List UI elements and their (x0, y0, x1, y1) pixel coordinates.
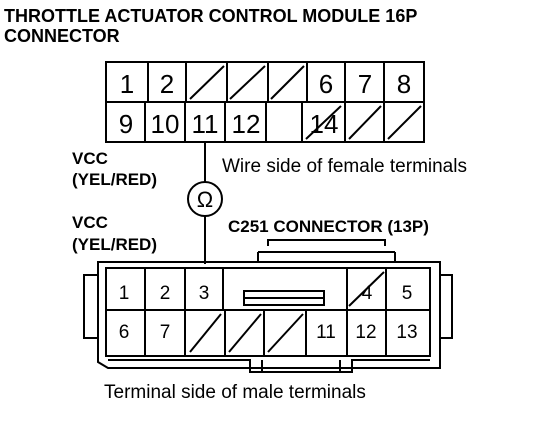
bottom-pin-7: 7 (160, 322, 171, 343)
unused-slash (348, 271, 385, 307)
diagram-title-line1: THROTTLE ACTUATOR CONTROL MODULE 16P (4, 6, 417, 26)
top-pin-8: 8 (397, 69, 411, 99)
unused-slash (267, 313, 304, 353)
ohmmeter-symbol: Ω (197, 187, 213, 212)
unused-slash (189, 65, 225, 100)
top-pin-12: 12 (232, 109, 261, 139)
top-pin-6: 6 (319, 69, 333, 99)
top-pin-2: 2 (160, 69, 174, 99)
bottom-pin-6: 6 (119, 322, 130, 343)
vcc-lower-wire-color: (YEL/RED) (72, 235, 157, 254)
unused-slash (228, 313, 262, 353)
top-pin-9: 9 (119, 109, 133, 139)
unused-slash (189, 313, 222, 353)
bottom-pin-3: 3 (199, 283, 210, 304)
top-pin-1: 1 (120, 69, 134, 99)
unused-slash (270, 65, 305, 100)
top-connector-16p (105, 61, 425, 143)
bottom-pin-4: 4 (362, 283, 373, 304)
unused-slash (348, 105, 382, 140)
vcc-lower-label: VCC (72, 213, 108, 232)
top-pin-10: 10 (151, 109, 180, 139)
unused-slash (229, 65, 266, 100)
vcc-upper-label: VCC (72, 149, 108, 168)
wire-side-label: Wire side of female terminals (222, 156, 467, 177)
bottom-pin-13: 13 (396, 322, 417, 343)
unused-slash (387, 105, 422, 140)
top-pin-11: 11 (192, 109, 219, 139)
unused-slash (305, 105, 342, 140)
bottom-pin-2: 2 (160, 283, 171, 304)
bottom-connector-13p (83, 239, 453, 373)
diagram-title-line2: CONNECTOR (4, 26, 120, 46)
top-pin-14: 14 (310, 109, 339, 139)
vcc-upper-wire-color: (YEL/RED) (72, 170, 157, 189)
ohmmeter-icon (187, 181, 223, 217)
terminal-side-label: Terminal side of male terminals (104, 382, 366, 403)
bottom-pin-5: 5 (402, 283, 413, 304)
top-pin-7: 7 (358, 69, 372, 99)
bottom-pin-1: 1 (119, 283, 130, 304)
bottom-pin-11: 11 (316, 322, 336, 343)
c251-connector-label: C251 CONNECTOR (13P) (228, 217, 429, 236)
bottom-pin-12: 12 (355, 322, 376, 343)
